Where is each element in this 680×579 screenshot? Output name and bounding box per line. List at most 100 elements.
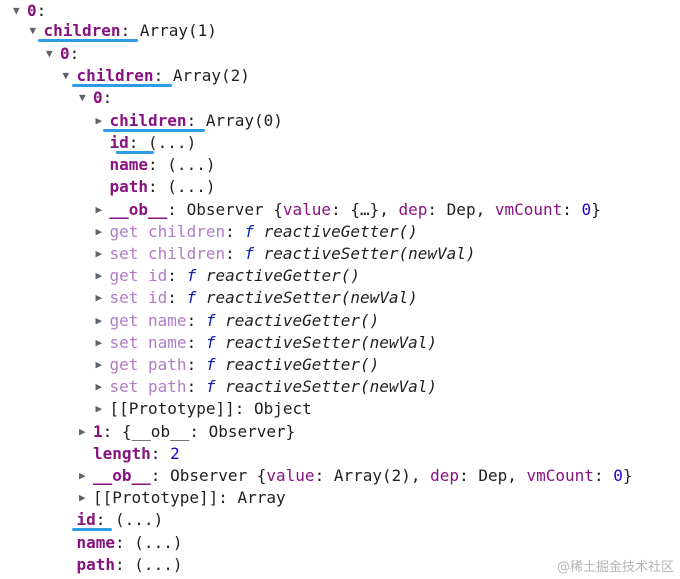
tree-row[interactable]: ▼0: <box>79 87 112 109</box>
tree-row[interactable]: ▶[[Prototype]]: Object <box>96 398 312 420</box>
function-keyword: f <box>186 288 197 307</box>
tree-row: name: (...) <box>96 154 216 176</box>
accessor-key: get name <box>109 311 187 330</box>
punctuation <box>254 222 264 241</box>
triangle-down-icon[interactable]: ▼ <box>46 47 53 60</box>
triangle-right-icon[interactable]: ▶ <box>95 114 103 127</box>
triangle-down-icon[interactable]: ▼ <box>62 69 70 82</box>
tree-row[interactable]: ▶1: {__ob__: Observer} <box>79 421 295 443</box>
triangle-right-icon[interactable]: ▶ <box>95 402 103 415</box>
triangle-down-icon[interactable]: ▼ <box>29 24 37 37</box>
property-key: 0 <box>60 44 70 63</box>
tree-row[interactable]: ▶__ob__: Observer {value: {…}, dep: Dep,… <box>96 199 601 221</box>
punctuation: : <box>167 288 187 307</box>
accessor-key: get path <box>109 355 187 374</box>
accessor-key: get id <box>109 266 168 285</box>
triangle-right-icon[interactable]: ▶ <box>95 203 103 216</box>
function-name: reactiveGetter() <box>225 355 380 374</box>
function-name: reactiveSetter(newVal) <box>205 288 418 307</box>
property-value: [[Prototype]] <box>109 399 235 418</box>
punctuation: : <box>427 200 447 219</box>
tree-row: name: (...) <box>63 532 183 554</box>
tree-row[interactable]: ▼ 0: <box>46 43 79 65</box>
punctuation <box>215 311 225 330</box>
number-value: 0 <box>613 466 623 485</box>
tree-row[interactable]: ▶get children: f reactiveGetter() <box>96 221 418 243</box>
tree-row[interactable]: ▶set path: f reactiveSetter(newVal) <box>96 376 438 398</box>
number-value: 2 <box>170 444 180 463</box>
punctuation: : <box>167 266 187 285</box>
triangle-down-icon[interactable]: ▼ <box>79 91 86 104</box>
tree-row[interactable]: ▼ children: Array(1) <box>30 20 217 42</box>
punctuation: : <box>102 88 113 107</box>
punctuation: : <box>225 244 245 263</box>
accessor-key: set path <box>109 377 187 396</box>
triangle-right-icon[interactable]: ▶ <box>95 380 103 393</box>
triangle-right-icon[interactable]: ▶ <box>95 291 103 304</box>
property-value: Dep, <box>478 466 527 485</box>
highlight-underline <box>72 84 172 87</box>
property-value: } <box>591 200 601 219</box>
property-value: Observer { <box>170 466 267 485</box>
tree-row[interactable]: ▼ 0: <box>13 0 46 22</box>
punctuation: : <box>120 21 140 40</box>
tree-row[interactable]: ▶__ob__: Observer {value: Array(2), dep:… <box>79 465 632 487</box>
tree-row[interactable]: ▶ get id: f reactiveGetter() <box>96 265 360 287</box>
property-key: 0 <box>27 1 37 20</box>
punctuation <box>196 288 206 307</box>
tree-row: path: (...) <box>63 554 183 576</box>
function-name: reactiveSetter(newVal) <box>225 377 438 396</box>
property-key: length <box>93 444 151 463</box>
triangle-right-icon[interactable]: ▶ <box>95 269 103 282</box>
property-key: id <box>109 133 129 152</box>
tree-row[interactable]: ▼children: Array(2) <box>63 65 250 87</box>
property-key: name <box>109 155 149 174</box>
punctuation: : <box>69 44 80 63</box>
punctuation: : <box>148 155 168 174</box>
punctuation: : <box>36 1 47 20</box>
tree-row[interactable]: ▶[[Prototype]]: Array <box>79 487 286 509</box>
function-name: reactiveSetter(newVal) <box>263 244 476 263</box>
accessor-key: get children <box>109 222 226 241</box>
punctuation: : <box>115 533 135 552</box>
function-keyword: f <box>244 244 254 263</box>
tree-row[interactable]: ▶get path: f reactiveGetter() <box>96 354 380 376</box>
function-name: reactiveGetter() <box>205 266 360 285</box>
number-value: 0 <box>581 200 592 219</box>
punctuation <box>215 355 225 374</box>
property-value: Array(0) <box>205 111 283 130</box>
function-name: reactiveGetter() <box>263 222 418 241</box>
punctuation <box>254 244 264 263</box>
triangle-down-icon[interactable]: ▼ <box>13 4 20 17</box>
tree-row[interactable]: ▶set name: f reactiveSetter(newVal) <box>96 332 438 354</box>
highlight-underline <box>116 151 154 154</box>
property-value: Array(1) <box>139 21 217 40</box>
triangle-right-icon[interactable]: ▶ <box>95 358 103 371</box>
property-key: vmCount <box>494 200 563 219</box>
property-key: children <box>109 111 187 130</box>
function-name: reactiveGetter() <box>225 311 380 330</box>
triangle-right-icon[interactable]: ▶ <box>95 336 103 349</box>
property-key: children <box>43 21 121 40</box>
punctuation: : <box>150 444 171 463</box>
punctuation <box>196 266 206 285</box>
triangle-right-icon[interactable]: ▶ <box>79 469 86 482</box>
tree-row[interactable]: ▶children: Array(0) <box>96 110 283 132</box>
tree-row[interactable]: ▶set children: f reactiveSetter(newVal) <box>96 243 476 265</box>
punctuation: : <box>150 466 171 485</box>
function-keyword: f <box>244 222 254 241</box>
punctuation: : <box>153 66 173 85</box>
triangle-right-icon[interactable]: ▶ <box>95 225 103 238</box>
tree-row[interactable]: ▶set id: f reactiveSetter(newVal) <box>96 287 418 309</box>
punctuation: : <box>186 355 206 374</box>
punctuation: : <box>102 422 122 441</box>
property-key: id <box>76 510 96 529</box>
triangle-right-icon[interactable]: ▶ <box>95 314 103 327</box>
punctuation: : <box>218 488 238 507</box>
function-keyword: f <box>205 333 216 352</box>
triangle-right-icon[interactable]: ▶ <box>79 425 86 438</box>
triangle-right-icon[interactable]: ▶ <box>79 491 86 504</box>
function-keyword: f <box>186 266 197 285</box>
tree-row[interactable]: ▶get name: f reactiveGetter() <box>96 310 380 332</box>
triangle-right-icon[interactable]: ▶ <box>95 247 103 260</box>
